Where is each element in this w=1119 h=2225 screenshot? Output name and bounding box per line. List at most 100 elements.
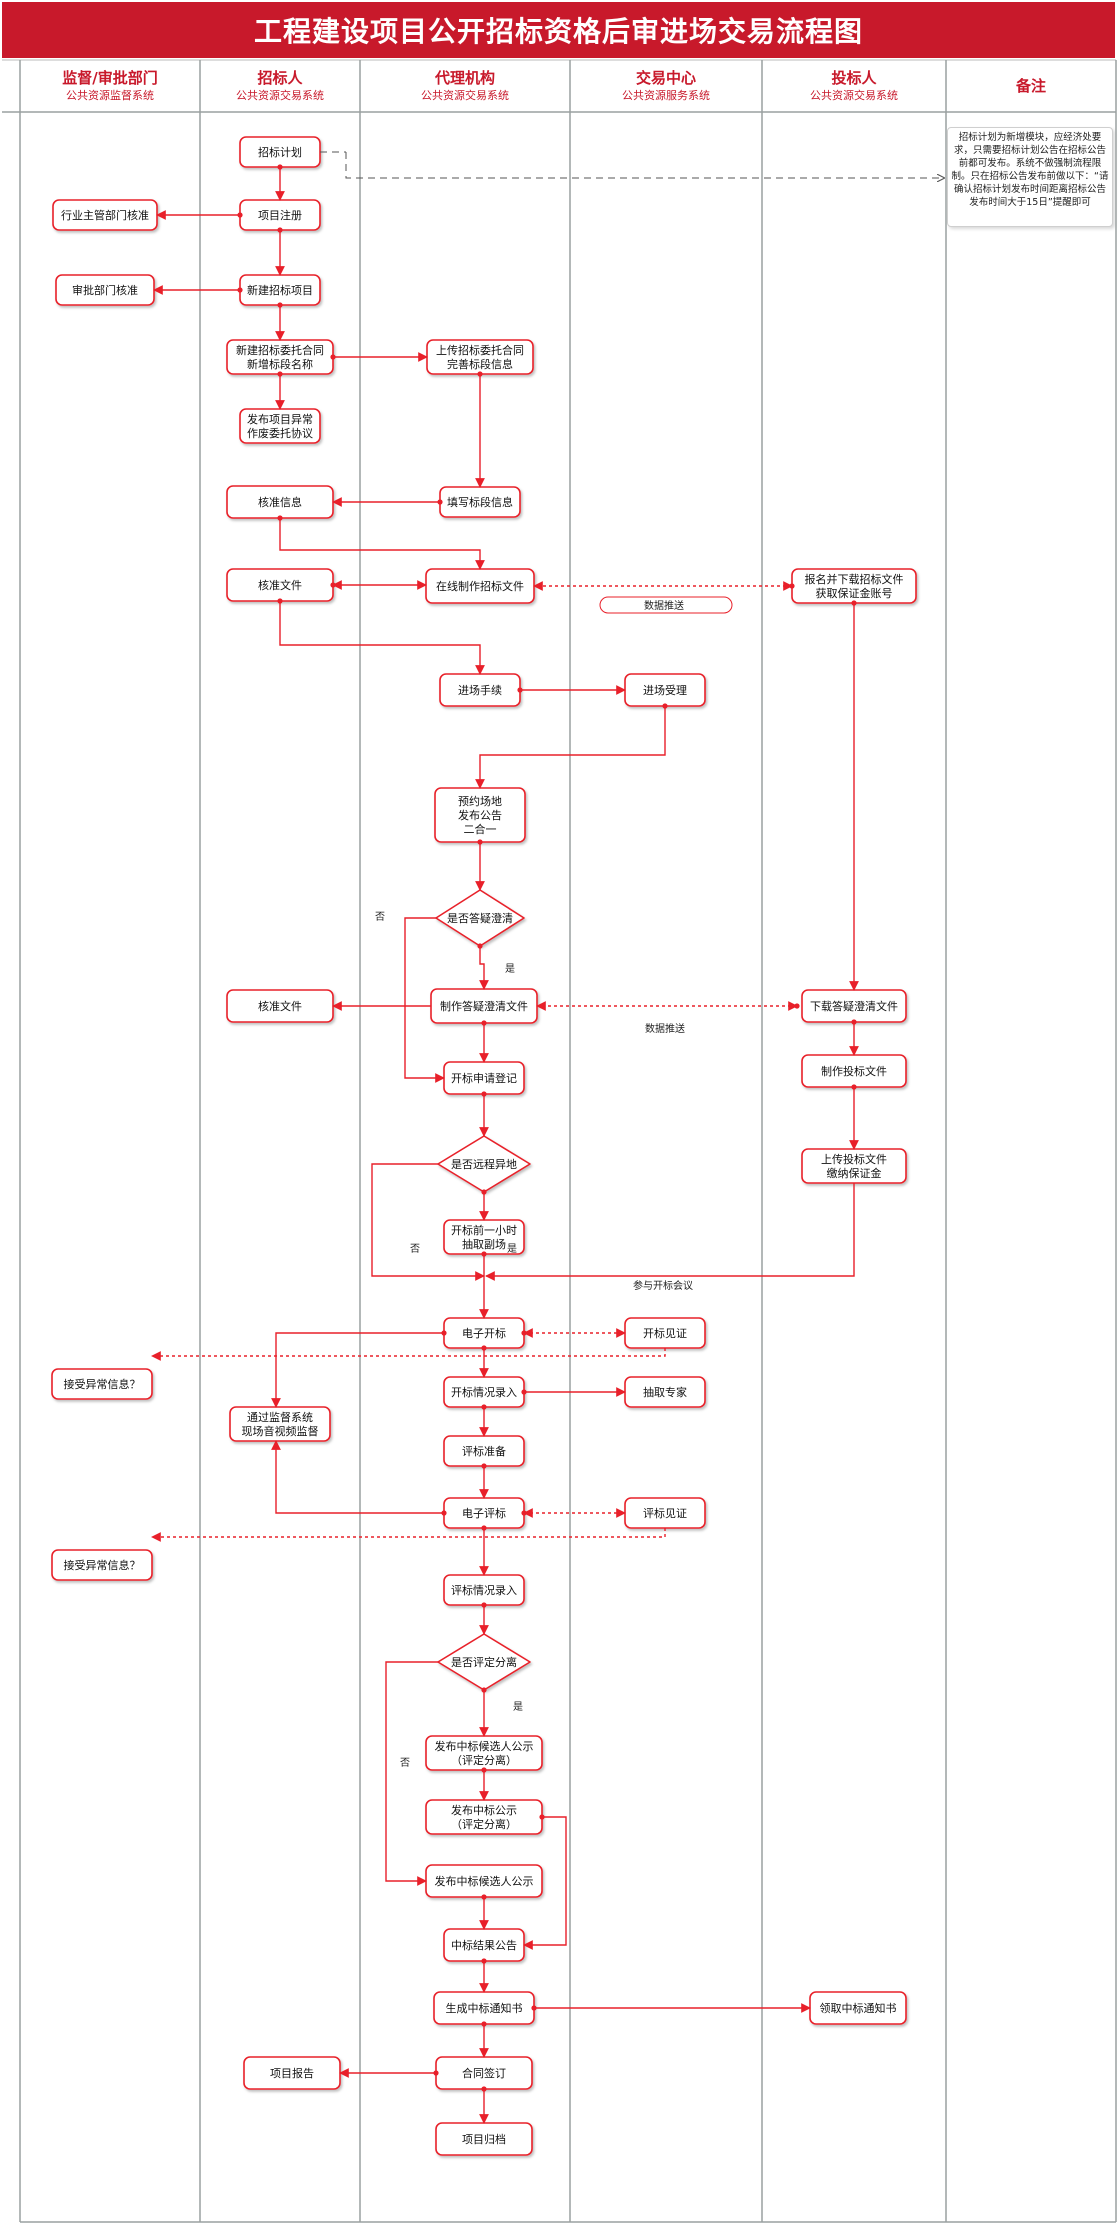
node-label: 招标计划 [258,145,302,159]
lane-name: 备注 [1015,77,1046,95]
lane-header-bidder: 投标人 公共资源交易系统 [762,60,946,112]
remark-note: 招标计划为新增模块，应经济处要求，只需要招标计划公告在招标公告前都可发布。系统不… [947,127,1113,227]
connector-dot [277,515,283,521]
lane-name: 交易中心 [635,69,696,87]
connector-dot [277,371,283,377]
lane-header-tenderer: 招标人 公共资源交易系统 [200,60,360,112]
connector-dot [481,2086,487,2092]
node-label: 审批部门核准 [72,283,138,297]
flow-arrow [151,1528,666,1542]
connector-dot [477,371,483,377]
connector-dot [662,703,668,709]
branch-yes-label: 是 [513,1702,523,1713]
node-label: 核准文件 [258,578,302,592]
node-label: 是否评定分离 [451,1655,517,1669]
connector-dot [330,582,336,588]
connector-dot [794,1003,800,1009]
flow-arrow [279,518,485,570]
node-label: 在线制作招标文件 [436,579,524,593]
flow-arrow [151,1348,666,1361]
connector-dot [481,1958,487,1964]
lane-header-agency: 代理机构 公共资源交易系统 [360,60,570,112]
node-label: 开标情况录入 [451,1385,517,1399]
connector-dot [477,839,483,845]
node-label: 填写标段信息 [447,495,513,509]
flow-arrow [385,1661,438,1886]
attend-meeting-label: 参与开标会议 [633,1281,693,1292]
node-label: 接受异常信息？ [64,1558,141,1572]
connector-dot [481,1251,487,1257]
flow-arrow [485,1183,855,1281]
page-title: 工程建设项目公开招标资格后审进场交易流程图 [2,2,1115,58]
connector-dot [481,1767,487,1773]
connector-dot [441,1330,447,1336]
data-push-pill [599,596,733,614]
process-box [51,1549,153,1581]
data-push-label: 数据推送 [645,1024,685,1035]
connector-dot [517,687,523,693]
node-label: 项目报告 [270,2066,314,2080]
connector-dot [789,583,795,589]
branch-no-label: 否 [410,1244,420,1255]
node-label: 电子评标 [462,1506,506,1520]
connector-dot [521,1510,527,1516]
flow-arrow [371,1163,485,1281]
node-label: 项目归档 [462,2132,506,2146]
branch-no-label: 否 [375,912,385,923]
branch-yes-label: 是 [505,964,515,975]
lane-header-exchange: 交易中心 公共资源服务系统 [570,60,762,112]
node-label: 是否远程异地 [451,1158,517,1171]
node-label: 评标准备 [462,1444,506,1458]
node-label: 开标见证 [643,1326,687,1340]
connector-dot [481,1894,487,1900]
node-label: 进场受理 [643,683,687,697]
connector-dot [481,1091,487,1097]
lane-system: 公共资源交易系统 [236,89,324,102]
connector-dot [481,1404,487,1410]
node-label: 发布中标候选人公示（评定分离） [435,1739,534,1767]
connector-dot [277,302,283,308]
connector-dot [237,212,243,218]
node-label: 领取中标通知书 [820,2001,897,2015]
node-label: 报名并下载招标文件获取保证金账号 [805,572,904,600]
node-label: 抽取专家 [643,1385,687,1399]
connector-dot [851,1019,857,1025]
connector-dot [521,1389,527,1395]
node-label: 是否答疑澄清 [447,911,513,925]
node-label: 核准文件 [258,999,302,1013]
node-label: 评标见证 [643,1506,687,1520]
connector-dot [433,2070,439,2076]
flow-arrow [523,1816,567,1950]
connector-dot [437,499,443,505]
data-push-label: 数据推送 [644,601,684,612]
connector-dot [539,1814,545,1820]
lane-header-remarks: 备注 [946,60,1116,112]
flow-arrow [279,601,485,675]
lane-header-supervision: 监督/审批部门 公共资源监督系统 [20,60,200,112]
connector-dot [481,1463,487,1469]
node-label: 新建招标项目 [247,283,313,297]
lane-name: 代理机构 [434,69,495,87]
connector-dot [851,1084,857,1090]
node-label: 发布项目异常作废委托协议 [247,412,313,440]
node-label: 下载答疑澄清文件 [810,999,898,1013]
connector-dot [481,1602,487,1608]
connector-dot [531,2005,537,2011]
node-label: 进场手续 [458,683,502,697]
connector-dot [441,1510,447,1516]
node-label: 通过监督系统现场音视频监督 [242,1410,319,1438]
node-label: 发布中标候选人公示 [435,1874,534,1888]
connector-dot [481,1345,487,1351]
connector-dot [521,1330,527,1336]
connector-dot [277,598,283,604]
lane-name: 监督/审批部门 [62,69,158,87]
node-label: 开标前一小时抽取副场 [451,1223,517,1251]
node-label: 接受异常信息？ [64,1377,141,1391]
connector-dot [277,164,283,170]
connector-dot [481,1189,487,1195]
branch-no-label: 否 [400,1758,410,1769]
node-label: 电子开标 [462,1326,506,1340]
node-label: 上传投标文件缴纳保证金 [821,1152,887,1180]
node-label: 上传招标委托合同完善标段信息 [436,343,524,371]
